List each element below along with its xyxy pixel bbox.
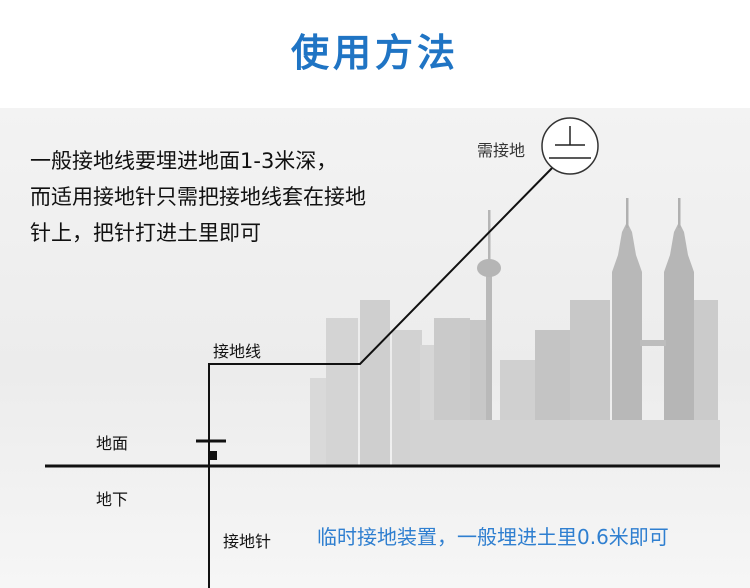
- description-line: 而适用接地针只需把接地线套在接地: [30, 185, 366, 209]
- city-skyline: [310, 198, 720, 466]
- pin-clamp: [209, 451, 217, 460]
- page-title: 使用方法: [290, 31, 459, 75]
- ground-wire-label: 接地线: [213, 342, 262, 361]
- ground-wire: [208, 163, 557, 455]
- need-ground-label: 需接地: [477, 141, 526, 160]
- installation-note: 临时接地装置，一般埋进土里0.6米即可: [317, 525, 669, 549]
- underground-label: 地下: [96, 490, 129, 509]
- earth-ground-icon: [541, 117, 599, 175]
- description-line: 针上，把针打进土里即可: [30, 221, 261, 245]
- ground-pin-label: 接地针: [223, 532, 272, 551]
- description-line: 一般接地线要埋进地面1-3米深，: [30, 149, 338, 173]
- description-text: 一般接地线要埋进地面1-3米深， 而适用接地针只需把接地线套在接地 针上，把针打…: [30, 143, 366, 251]
- ground-surface-label: 地面: [96, 434, 129, 453]
